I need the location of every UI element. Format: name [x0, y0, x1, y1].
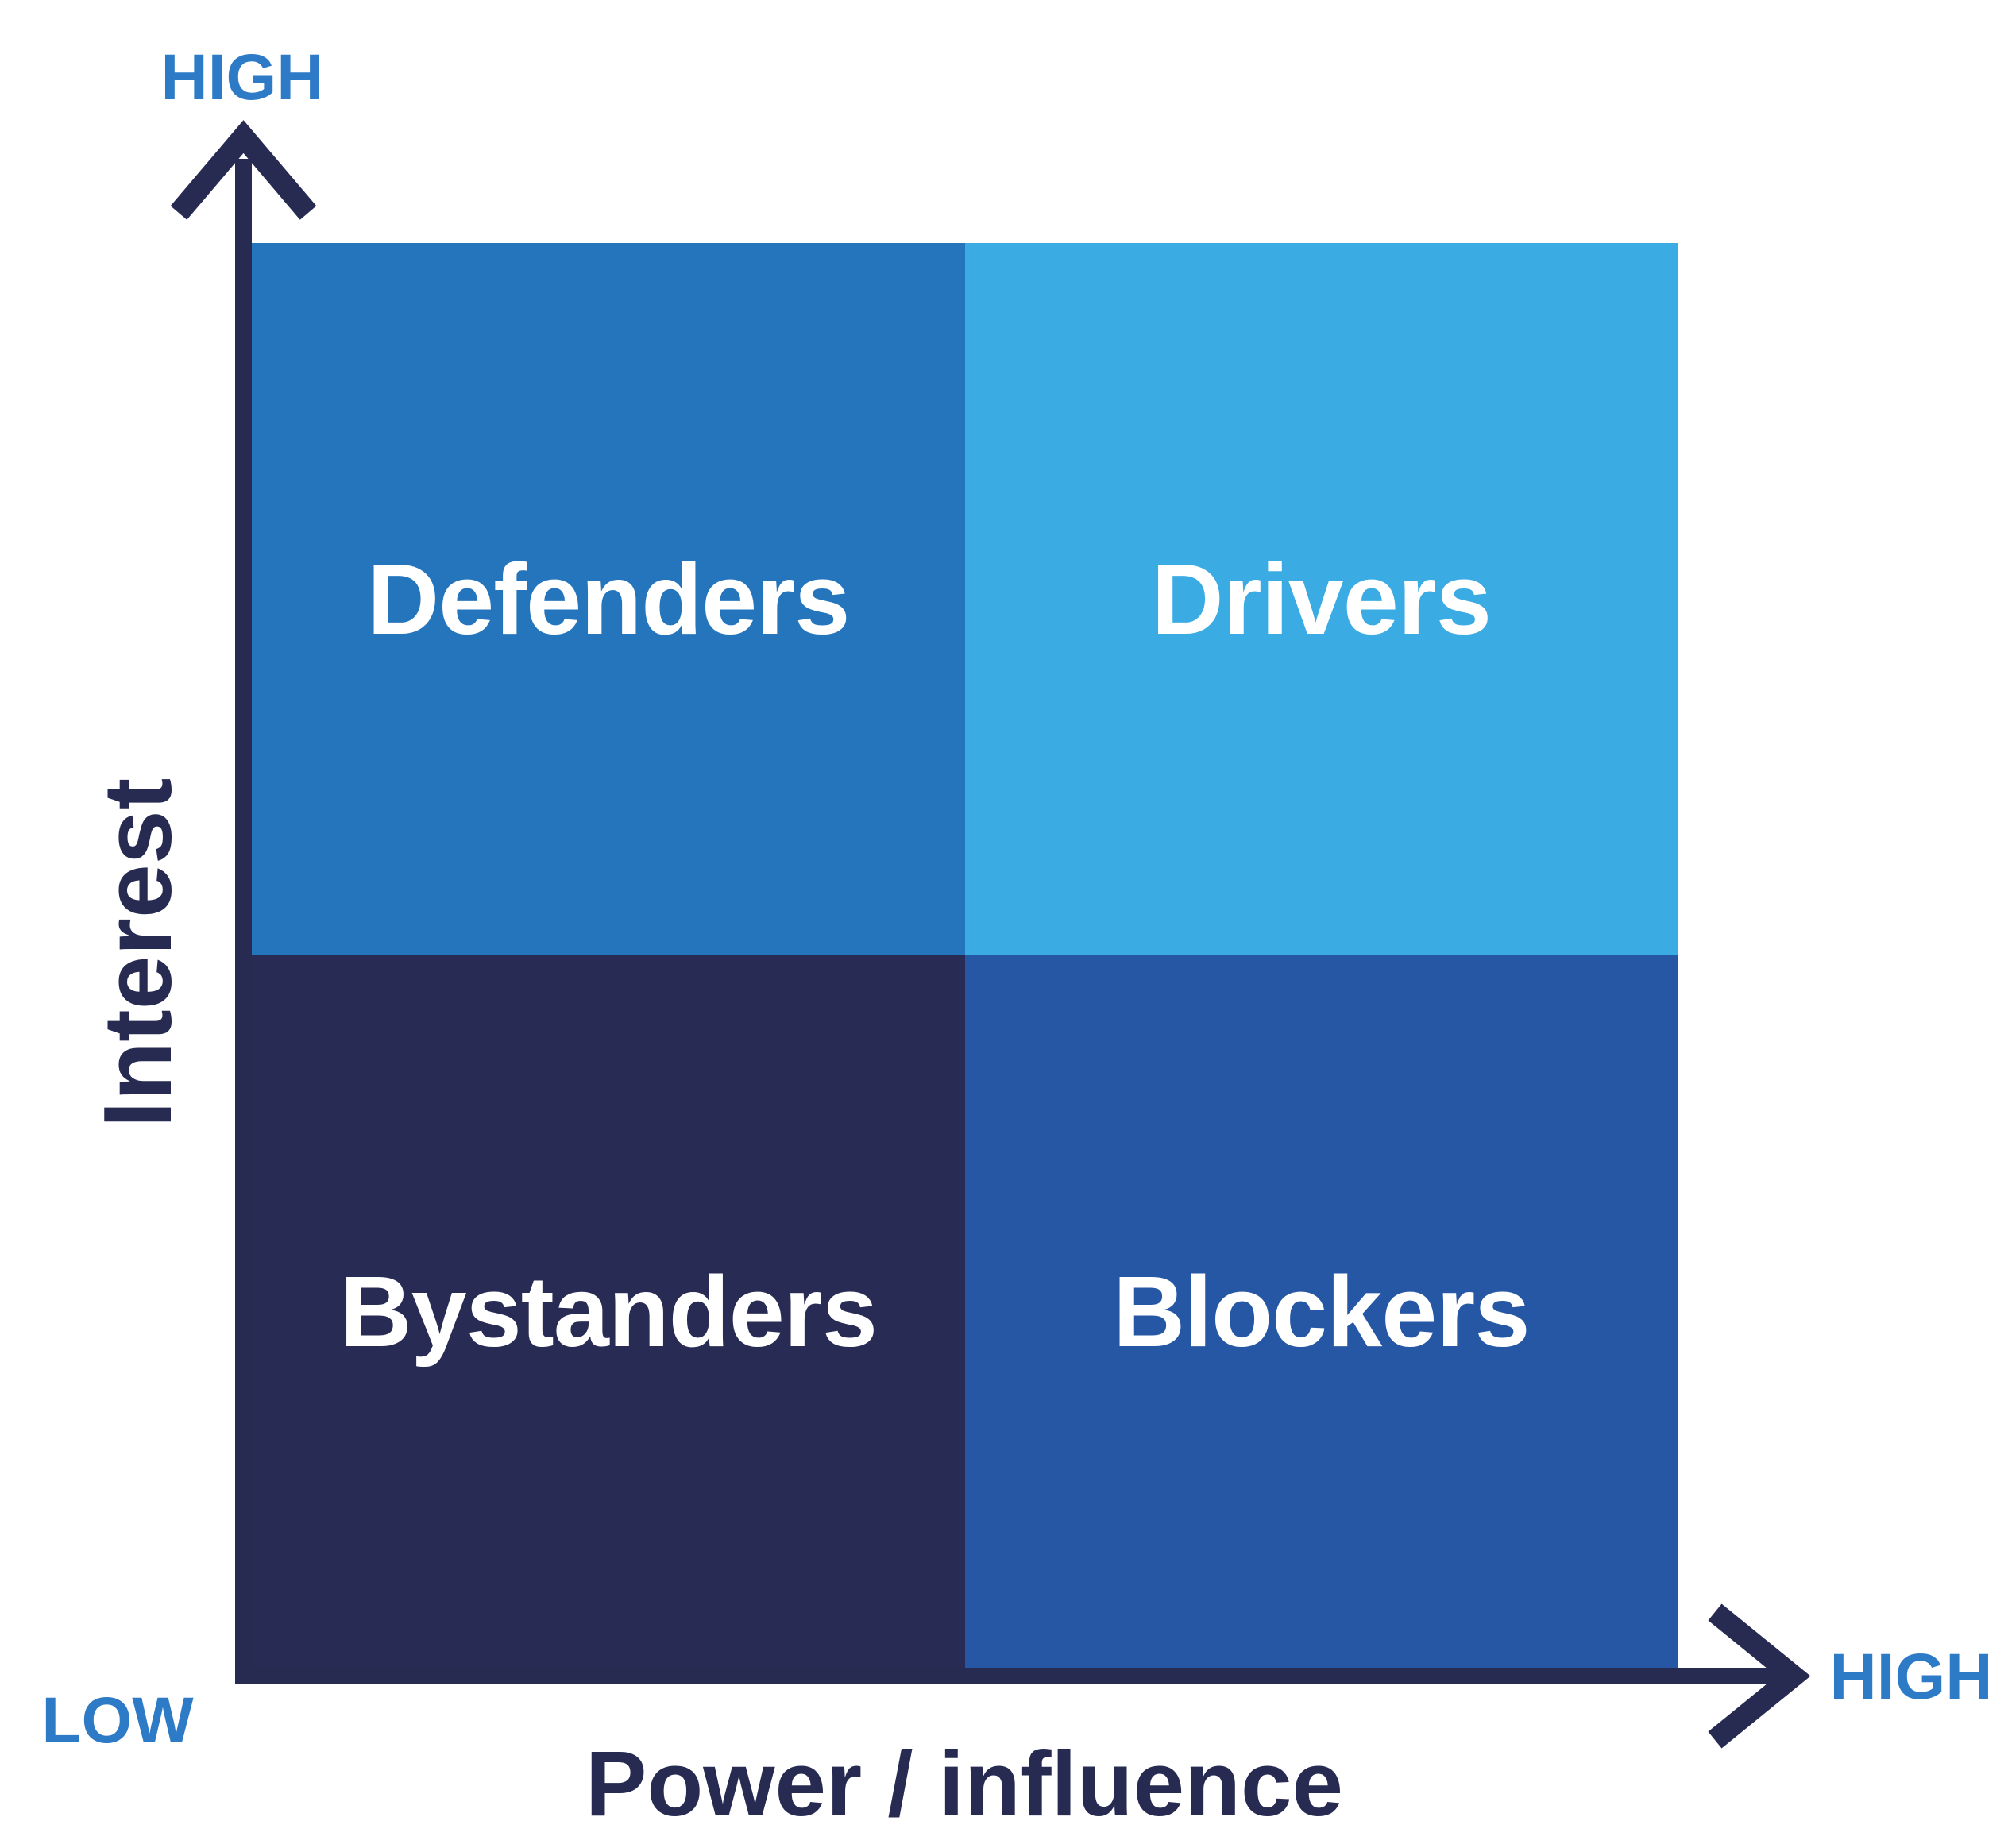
quadrant-blockers-label: Blockers [1113, 1255, 1530, 1368]
quadrant-drivers-label: Drivers [1151, 542, 1492, 655]
quadrant-bystanders: Bystanders [252, 955, 965, 1668]
x-axis-title: Power / influence [585, 1732, 1343, 1835]
origin-low-label: LOW [41, 1684, 194, 1757]
x-axis-high-label: HIGH [1829, 1641, 1993, 1713]
quadrant-grid: Defenders Drivers Bystanders Blockers [252, 243, 1678, 1668]
y-axis-arrowhead-icon [170, 120, 317, 220]
x-axis-arrowhead-icon [1708, 1603, 1811, 1749]
quadrant-blockers: Blockers [964, 955, 1678, 1668]
quadrant-defenders: Defenders [252, 243, 965, 955]
quadrant-bystanders-label: Bystanders [339, 1255, 878, 1368]
quadrant-drivers: Drivers [964, 243, 1678, 955]
quadrant-defenders-label: Defenders [367, 542, 850, 655]
y-axis-title: Interest [83, 777, 191, 1128]
y-axis-high-label: HIGH [160, 41, 324, 114]
